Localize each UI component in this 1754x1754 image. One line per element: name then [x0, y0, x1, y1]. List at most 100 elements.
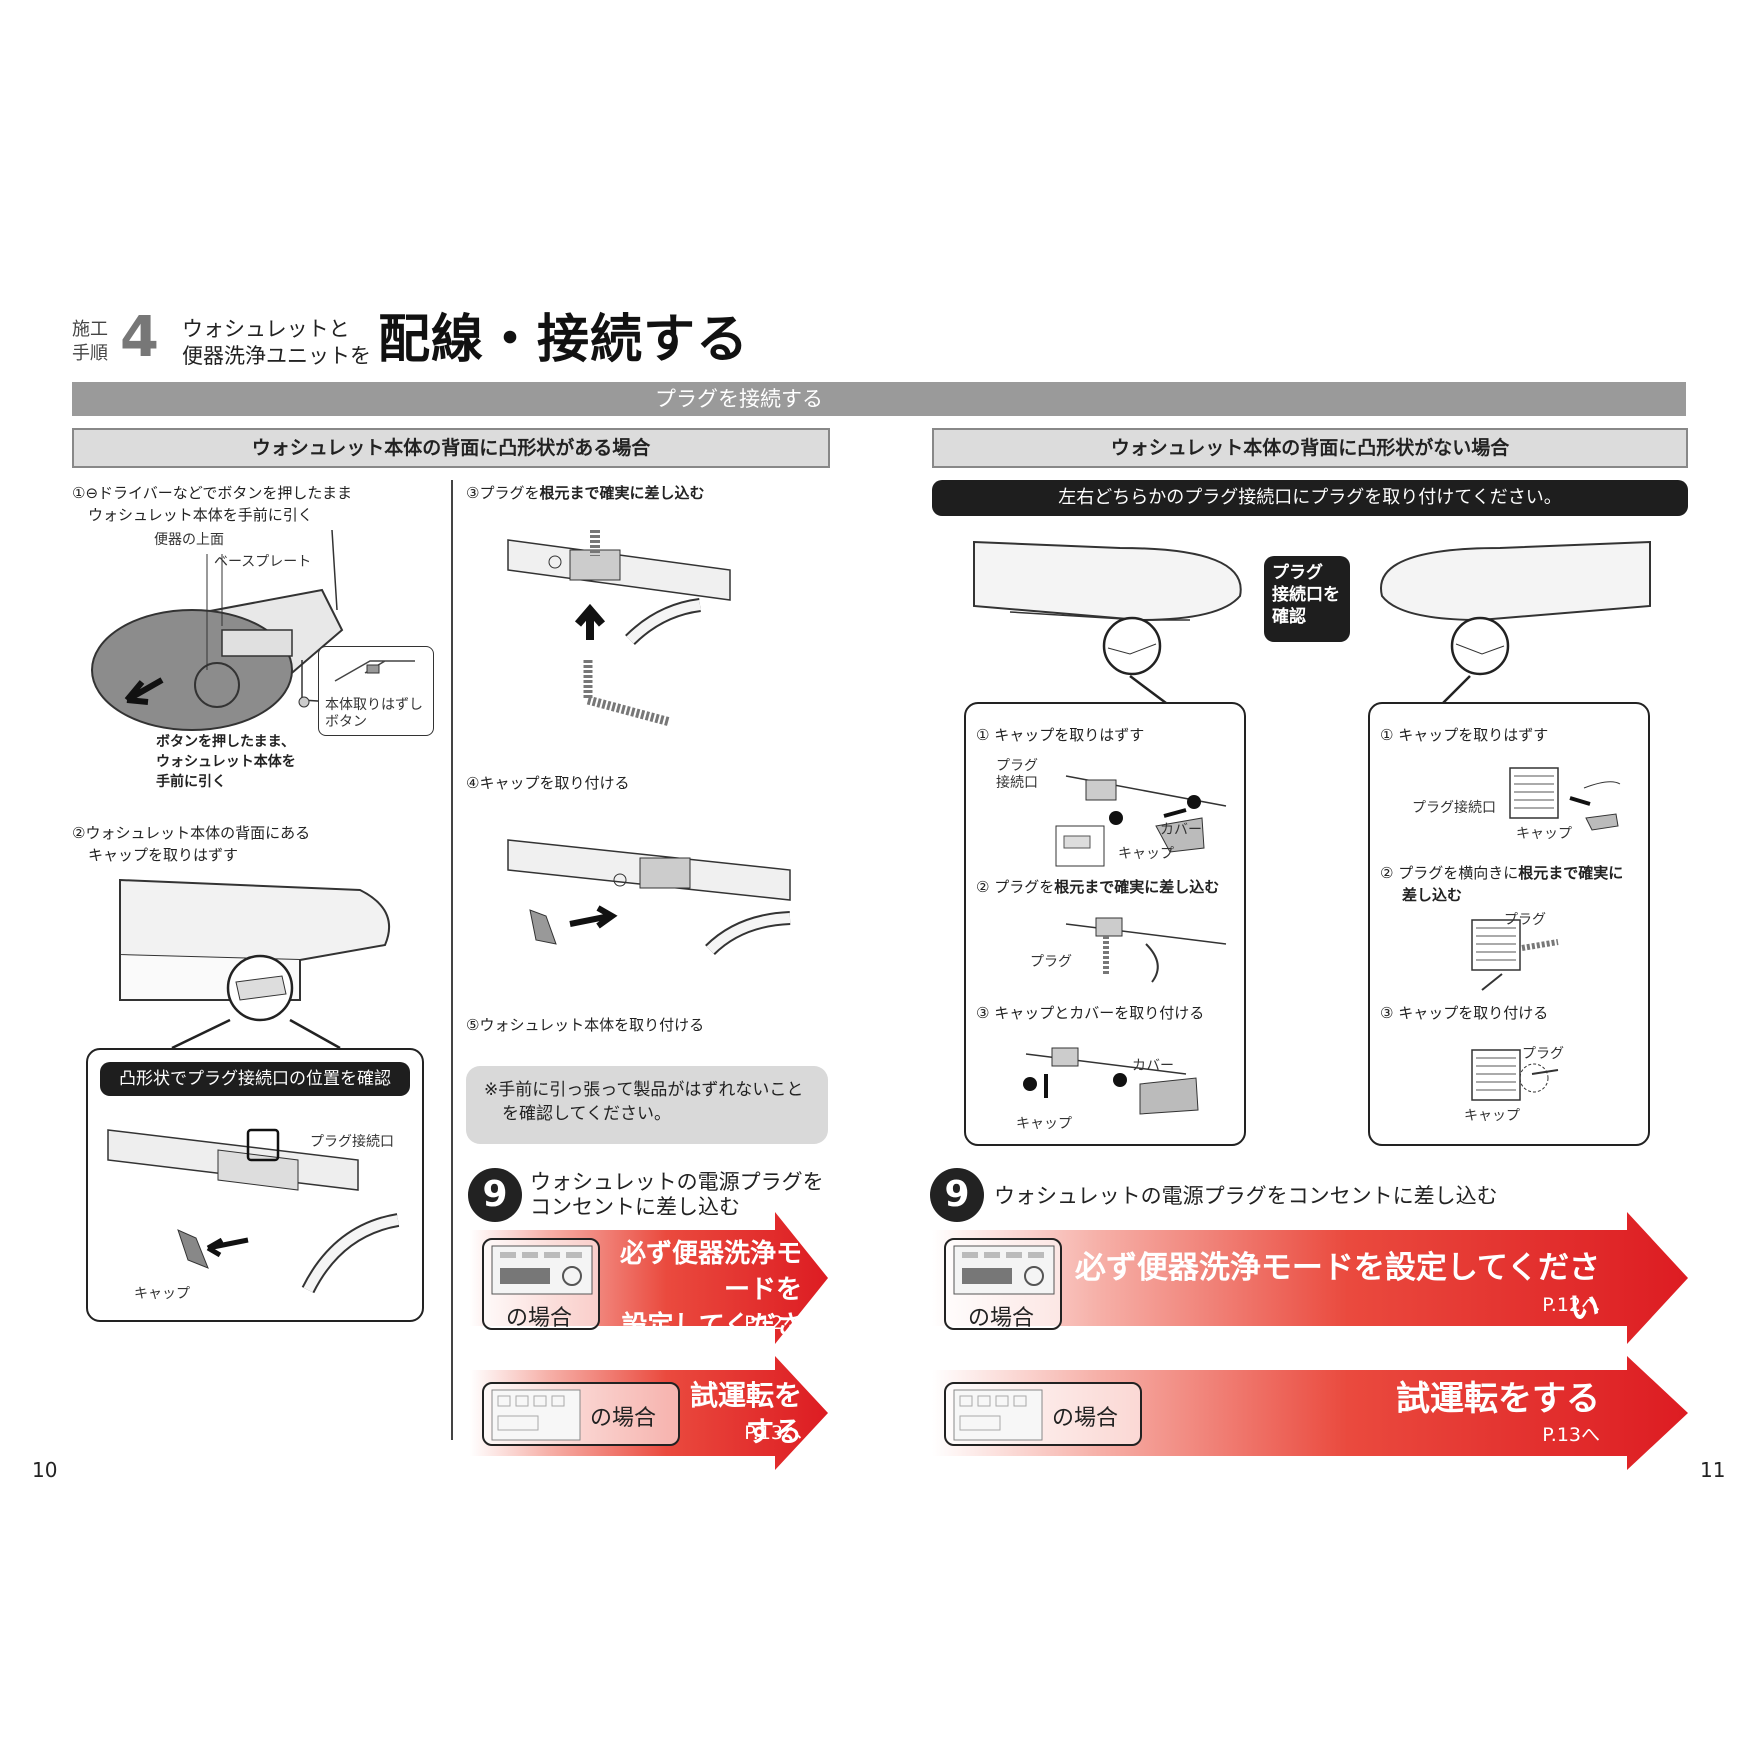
ra-step2-pre: ② プラグを [976, 878, 1055, 896]
rb-plug-insert-illustration [1471, 919, 1559, 991]
left-section-heading: ウォシュレット本体の背面に凸形状がある場合 [72, 428, 830, 468]
left-case-a-label: の場合 [506, 1306, 573, 1331]
rb-step1: ① キャップを取りはずす [1380, 726, 1549, 744]
left-remote-case-b: の場合 [482, 1382, 680, 1446]
label-base-plate: ベースプレート [214, 554, 312, 570]
rb-label-cap: キャップ [1516, 826, 1572, 842]
ra-cap-attach-illustration [1023, 1047, 1199, 1115]
rb-step3: ③ キャップを取り付ける [1380, 1004, 1549, 1022]
unit-back-illustration [119, 878, 390, 1050]
label-plug-port: プラグ接続口 [310, 1134, 394, 1150]
left-arrow-mode-text: 必ず便器洗浄モードを 設定してください [606, 1236, 802, 1380]
ra-label-cover: カバー [1160, 822, 1202, 838]
right-step9-badge: 9 [930, 1168, 984, 1222]
label-release-btn-2: ボタン [325, 714, 367, 730]
left-step9-heading: ウォシュレットの電源プラグを コンセントに差し込む [530, 1170, 824, 1220]
ra-label-cap2: キャップ [1016, 1116, 1072, 1132]
ra-label-plug: プラグ [1030, 954, 1072, 970]
caption-pull-line1: ボタンを押したまま、 [156, 734, 296, 750]
left-note-line1: ※手前に引っ張って製品がはずれないこと [484, 1080, 804, 1100]
caption-pull: ボタンを押したまま、 ウォシュレット本体を 手前に引く [156, 732, 296, 792]
right-panel-b: ① キャップを取りはずす プラグ接続口 キャップ ② プラグを横向きに根元まで確… [1368, 702, 1650, 1146]
left-step9-badge: 9 [468, 1168, 522, 1222]
right-arrow-mode [932, 1212, 1688, 1344]
ra-cap-remove-illustration [1055, 775, 1227, 867]
ra-label-cover2: カバー [1132, 1058, 1174, 1074]
left-arrow-mode-line2: 設定してください [621, 1311, 802, 1377]
right-remote-b-icon [953, 1389, 1043, 1441]
label-cap: キャップ [134, 1286, 190, 1302]
column-divider [451, 480, 453, 1440]
right-panel-a: ① キャップを取りはずす プラグ 接続口 カバー キャップ ② プラグを根元まで… [964, 702, 1246, 1146]
left-step4: ④キャップを取り付ける [466, 774, 630, 792]
ra-step2-bold: 根元まで確実に差し込む [1054, 878, 1220, 896]
left-step2-line2: キャップを取りはずす [88, 846, 239, 864]
left-step3-bold: 根元まで確実に差し込む [539, 484, 705, 502]
right-remote-case-a: の場合 [944, 1238, 1062, 1331]
left-note-line2: を確認してください。 [502, 1104, 671, 1124]
label-release-btn-1: 本体取りはずし [325, 697, 423, 713]
right-remote-case-b: の場合 [944, 1382, 1142, 1446]
cap-attach-illustration [507, 839, 791, 956]
left-step3: ③プラグを根元まで確実に差し込む [466, 482, 704, 504]
caption-pull-line3: 手前に引く [156, 774, 226, 790]
rb-step2: ② プラグを横向きに根元まで確実に 差し込む [1380, 862, 1623, 906]
left-note: ※手前に引っ張って製品がはずれないこと を確認してください。 [466, 1066, 828, 1144]
release-button-drawing [334, 660, 415, 682]
right-arrow-mode-text: 必ず便器洗浄モードを設定してください [1074, 1250, 1600, 1326]
release-button-inset: 本体取りはずし ボタン [318, 646, 434, 736]
left-step2-line1: ②ウォシュレット本体の背面にある [72, 824, 311, 842]
title-prefix-line1: ウォシュレットと [182, 317, 350, 341]
right-case-a-label: の場合 [968, 1306, 1035, 1331]
rb-step2-bold: 根元まで確実に [1518, 864, 1624, 882]
right-step9-heading: ウォシュレットの電源プラグをコンセントに差し込む [994, 1184, 1498, 1208]
label-toilet-top: 便器の上面 [154, 532, 224, 548]
caption-pull-line2: ウォシュレット本体を [156, 754, 296, 770]
rb-step2-pre: ② プラグを横向きに [1380, 864, 1519, 882]
left-arrow-mode-ref: P.12へ [744, 1312, 802, 1334]
check-port-line1: プラグ [1272, 563, 1323, 583]
left-callout: 凸形状でプラグ接続口の位置を確認 [100, 1062, 410, 1096]
seat-pull-illustration [91, 529, 383, 731]
right-arrow-test-text: 試運転をする [1396, 1379, 1600, 1419]
rb-label-port: プラグ接続口 [1412, 800, 1496, 816]
section-bar: プラグを接続する [72, 382, 1686, 416]
right-unit-right-view [1379, 540, 1651, 707]
left-step1-line2: ウォシュレット本体を手前に引く [88, 506, 313, 524]
remote-a-icon [491, 1245, 593, 1295]
rb-label-plug: プラグ [1504, 912, 1546, 928]
page-number-left: 10 [32, 1458, 58, 1482]
rb-cap-attach-illustration [1471, 1049, 1559, 1101]
left-step9-line1: ウォシュレットの電源プラグを [530, 1170, 824, 1194]
plug-port-illustration [107, 1128, 400, 1294]
left-arrow-mode-line1: 必ず便器洗浄モードを [619, 1239, 802, 1305]
ra-step3: ③ キャップとカバーを取り付ける [976, 1004, 1205, 1022]
rb-cap-remove-illustration [1509, 767, 1621, 831]
procedure-label: 施工手順 [72, 319, 108, 364]
remote-b-icon [491, 1389, 581, 1441]
rb-step2-bold2: 差し込む [1402, 886, 1463, 904]
ra-plug-insert-illustration [1065, 917, 1227, 983]
right-section-heading: ウォシュレット本体の背面に凸形状がない場合 [932, 428, 1688, 468]
left-step9-line2: コンセントに差し込む [530, 1195, 740, 1219]
left-arrow-test-ref: P.13へ [744, 1422, 802, 1444]
ra-label-port-line2: 接続口 [996, 775, 1038, 791]
page-title: 配線・接続する [378, 310, 750, 370]
rb-label-plug2: プラグ [1522, 1046, 1564, 1062]
plug-insert-illustration [507, 530, 731, 727]
right-instruction: 左右どちらかのプラグ接続口にプラグを取り付けてください。 [932, 480, 1688, 516]
ra-label-port-line1: プラグ [996, 758, 1038, 774]
title-prefix: ウォシュレットと 便器洗浄ユニットを [182, 316, 382, 370]
rb-label-cap2: キャップ [1464, 1108, 1520, 1124]
check-port-line2: 接続口を [1272, 585, 1340, 605]
left-step1: ①⊖ドライバーなどでボタンを押したまま ウォシュレット本体を手前に引く [72, 482, 352, 526]
ra-label-cap: キャップ [1118, 846, 1174, 862]
ra-step2: ② プラグを根元まで確実に差し込む [976, 876, 1219, 898]
left-case-b-label: の場合 [590, 1406, 657, 1431]
title-prefix-line2: 便器洗浄ユニットを [182, 344, 371, 368]
right-arrow-mode-ref: P.12へ [1542, 1294, 1600, 1316]
page-number-right: 11 [1700, 1458, 1726, 1482]
left-step3-pre: ③プラグを [466, 484, 540, 502]
right-case-b-label: の場合 [1052, 1406, 1119, 1431]
left-step5: ⑤ウォシュレット本体を取り付ける [466, 1016, 705, 1034]
